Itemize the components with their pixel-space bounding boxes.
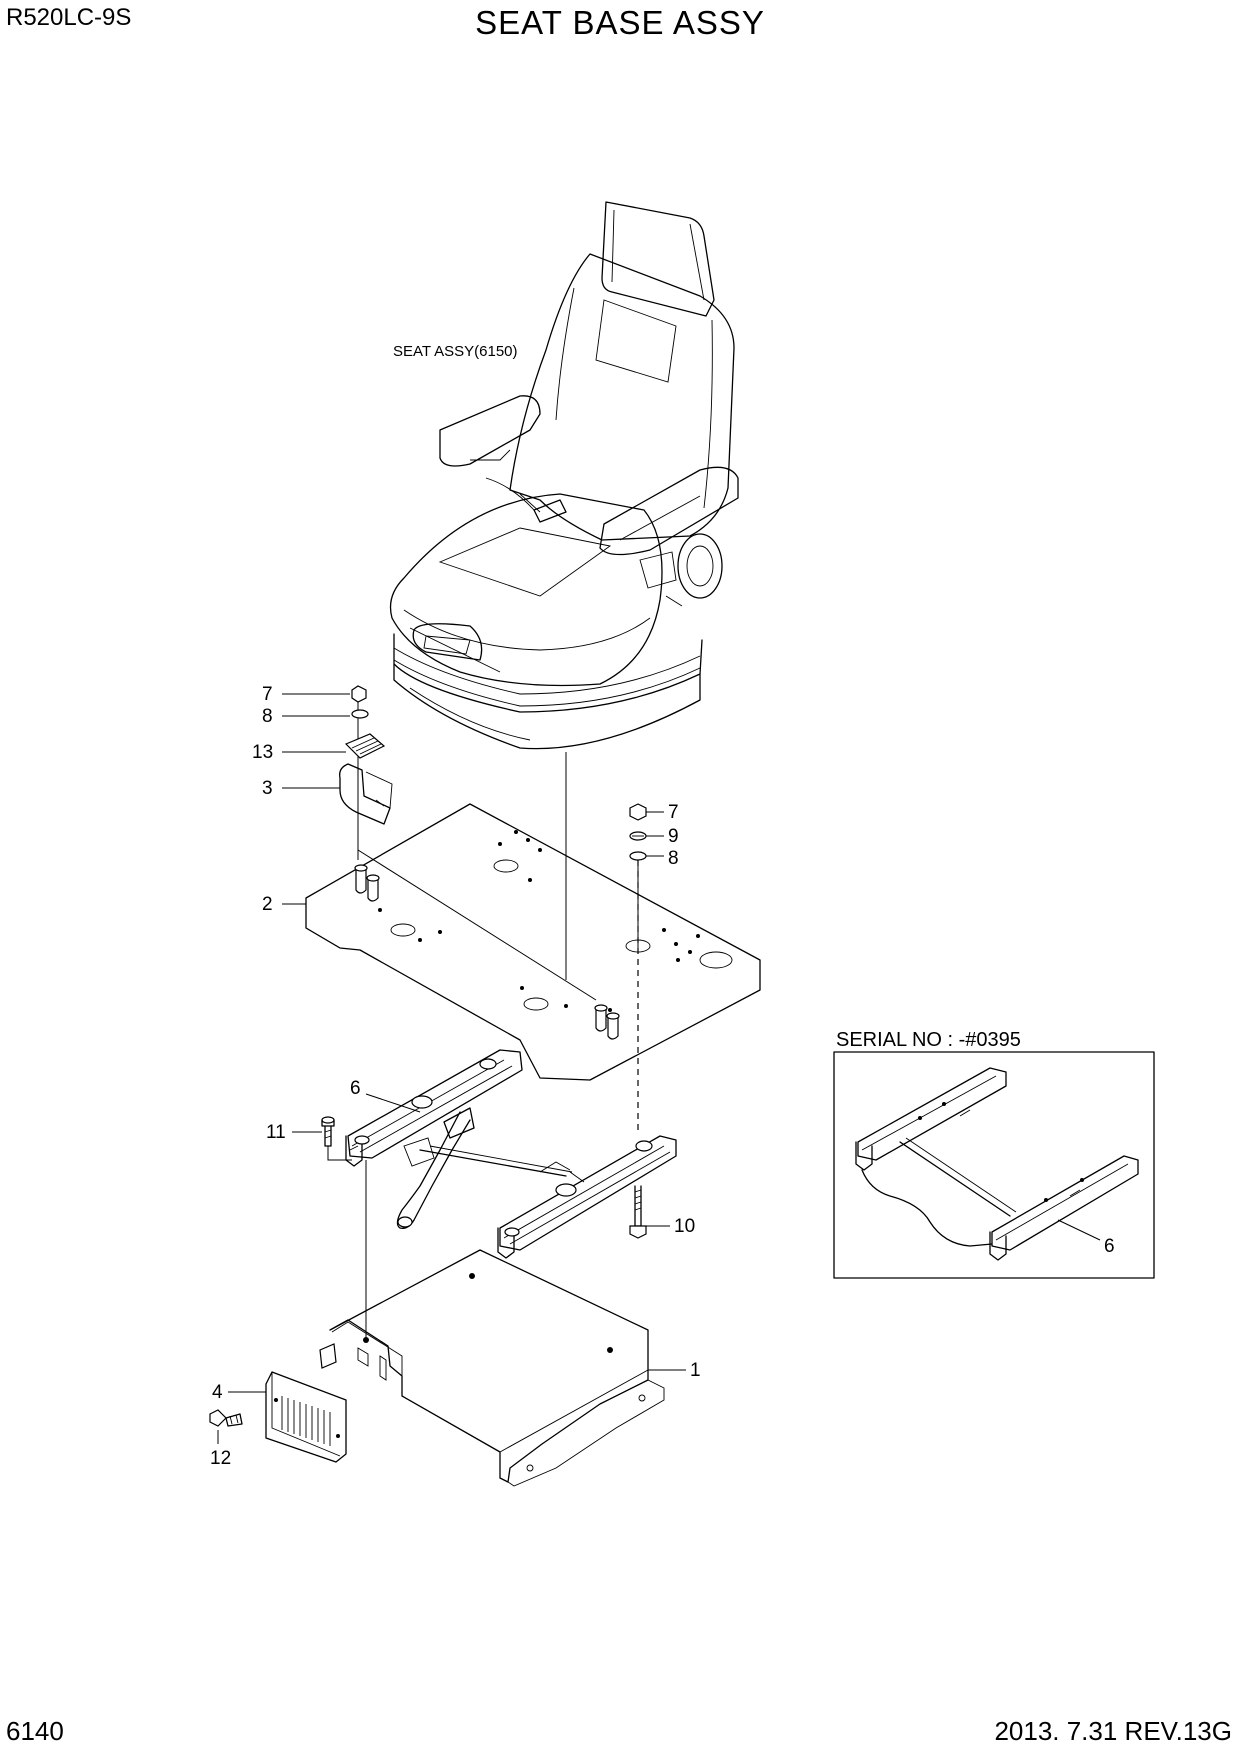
bolt-11 [321, 1116, 352, 1161]
callout-1: 1 [690, 1360, 701, 1381]
callout-4: 4 [212, 1382, 223, 1403]
mounting-bracket-illustration [319, 1249, 665, 1487]
screw-12 [209, 1409, 243, 1427]
callout-13: 13 [252, 742, 273, 763]
cover-illustration [265, 1371, 347, 1463]
callout-8-right: 8 [668, 848, 679, 869]
bolt-10 [629, 1185, 647, 1239]
callout-12: 12 [210, 1448, 231, 1469]
callout-2: 2 [262, 894, 273, 915]
right-hardware-stack [629, 803, 647, 861]
callout-6: 6 [350, 1078, 361, 1099]
callout-9: 9 [668, 826, 679, 847]
callout-7-right: 7 [668, 802, 679, 823]
callout-11: 11 [266, 1122, 286, 1143]
seat-assembly-illustration [389, 201, 739, 750]
model-number: R520LC-9S [6, 4, 132, 31]
callout-7-left: 7 [262, 684, 273, 705]
revision-date: 2013. 7.31 REV.13G [994, 1716, 1232, 1746]
inset-callout-6: 6 [1104, 1236, 1115, 1257]
seat-base-plate-illustration [305, 803, 761, 1081]
callout-10: 10 [674, 1216, 695, 1237]
inset-serial-label: SERIAL NO : -#0395 [836, 1029, 1021, 1051]
seat-assy-label: SEAT ASSY(6150) [393, 343, 518, 360]
callout-leaders [217, 693, 686, 1444]
serial-inset-box [833, 1051, 1155, 1279]
slide-rails-illustration [345, 1049, 677, 1259]
callout-8-left: 8 [262, 706, 273, 727]
diagram-title: SEAT BASE ASSY [475, 4, 765, 41]
left-hardware-stack [339, 685, 393, 825]
page-number: 6140 [6, 1716, 64, 1746]
callout-3: 3 [262, 778, 273, 799]
